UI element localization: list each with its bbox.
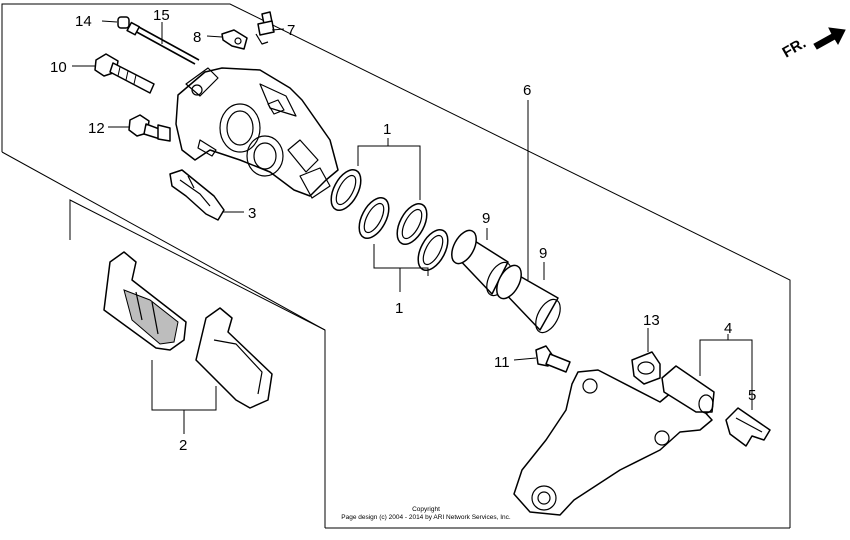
part-1-piston-seals (330, 138, 449, 292)
callout-labels: 14 15 8 7 10 12 6 1 3 9 9 1 13 4 11 5 2 (50, 7, 756, 454)
part-10-slide-pin (72, 53, 155, 94)
caliper-body (175, 67, 339, 199)
part-7-bleeder-valve (255, 11, 285, 45)
copyright-line-1: Copyright (412, 506, 440, 513)
arrow-icon (813, 27, 846, 50)
part-14-cap (101, 16, 130, 29)
bracket-boundary (69, 199, 326, 331)
part-11-bolt (513, 345, 571, 373)
callout-7: 7 (287, 22, 295, 39)
part-8-bleeder-cap (206, 29, 248, 50)
part-3-pad-spring (169, 169, 244, 221)
callout-12: 12 (88, 120, 105, 137)
callout-1-bottom: 1 (395, 300, 403, 317)
part-13-boot (631, 328, 661, 385)
part-15-pin (126, 21, 200, 65)
callout-6: 6 (523, 82, 531, 99)
direction-label: FR. (780, 35, 809, 62)
callout-2: 2 (179, 437, 187, 454)
callout-1-top: 1 (383, 121, 391, 138)
callout-15: 15 (153, 7, 170, 24)
callout-8: 8 (193, 29, 201, 46)
callout-9-right: 9 (539, 245, 547, 262)
part-6-caliper-bracket (513, 100, 715, 516)
callout-4: 4 (724, 320, 732, 337)
part-2-brake-pads (103, 251, 273, 434)
part-5-retainer-clip (699, 334, 771, 447)
callout-5: 5 (748, 387, 756, 404)
part-12-pin-bolt (108, 114, 171, 142)
part-9-pistons (451, 228, 561, 334)
front-direction-arrow: FR. (780, 27, 846, 62)
callout-11: 11 (494, 354, 510, 371)
copyright-line-2: Page design (c) 2004 - 2014 by ARI Netwo… (341, 514, 511, 521)
callout-14: 14 (75, 13, 92, 30)
copyright-notice: Copyright Page design (c) 2004 - 2014 by… (341, 506, 511, 521)
callout-3: 3 (248, 205, 256, 222)
callout-13: 13 (643, 312, 660, 329)
callout-10: 10 (50, 59, 67, 76)
callout-9-left: 9 (482, 210, 490, 227)
